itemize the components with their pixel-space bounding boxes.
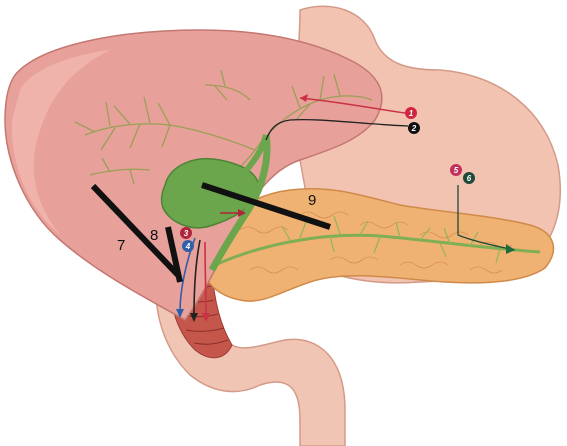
badge-6: 6 — [463, 172, 475, 184]
label-8: 8 — [150, 227, 158, 244]
svg-text:6: 6 — [467, 174, 472, 183]
badge-2: 2 — [408, 122, 420, 134]
svg-text:5: 5 — [454, 166, 459, 175]
label-7: 7 — [117, 237, 125, 254]
svg-text:3: 3 — [184, 229, 189, 238]
badge-1: 1 — [405, 107, 417, 119]
badge-5: 5 — [450, 164, 462, 176]
svg-text:4: 4 — [185, 242, 191, 251]
badge-4: 4 — [182, 240, 194, 252]
svg-text:1: 1 — [409, 109, 414, 118]
svg-text:2: 2 — [411, 124, 417, 133]
label-9: 9 — [308, 192, 316, 209]
badge-3: 3 — [180, 227, 192, 239]
